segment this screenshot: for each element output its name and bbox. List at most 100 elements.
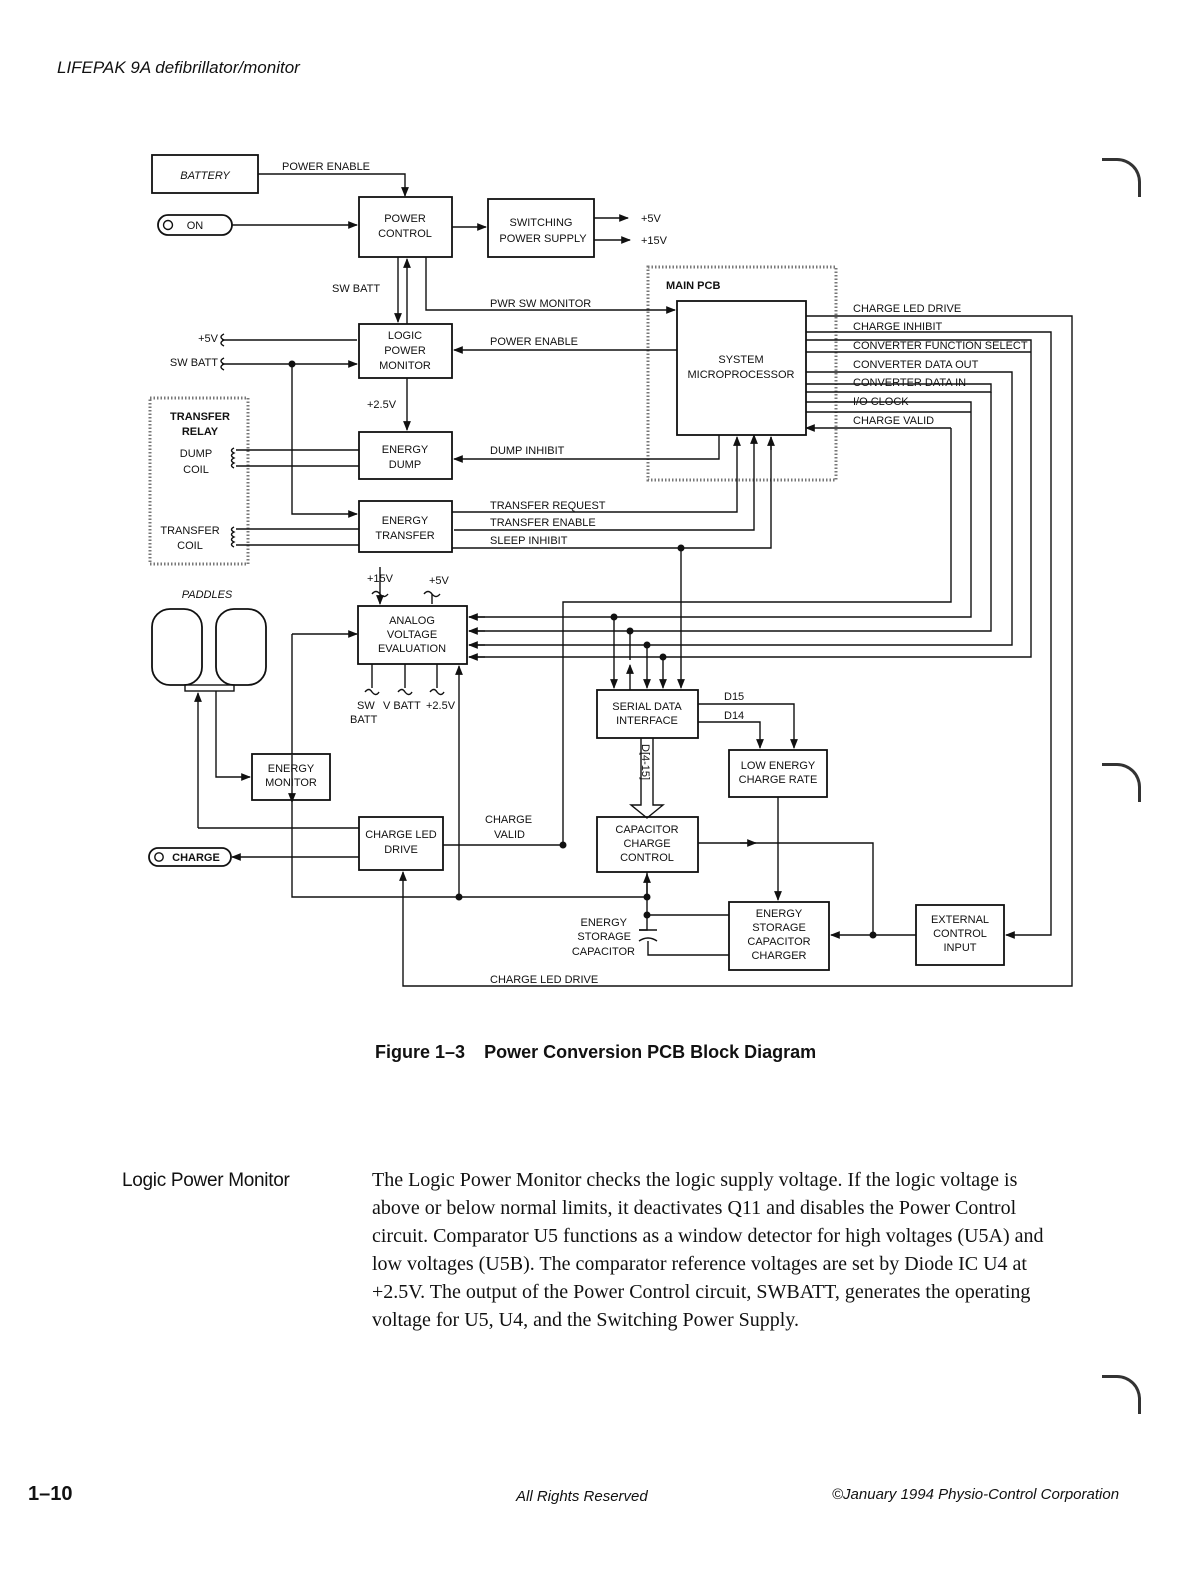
svg-text:I/O CLOCK: I/O CLOCK — [853, 396, 909, 408]
svg-text:SERIAL DATA: SERIAL DATA — [612, 701, 682, 713]
svg-text:SLEEP INHIBIT: SLEEP INHIBIT — [490, 535, 568, 547]
svg-text:ANALOG: ANALOG — [389, 615, 435, 627]
logic-power-monitor-block: LOGIC POWER MONITOR — [358, 323, 453, 379]
svg-text:BATT: BATT — [350, 714, 378, 726]
svg-text:ENERGY: ENERGY — [756, 908, 803, 920]
svg-text:COIL: COIL — [177, 540, 203, 552]
svg-text:SW BATT: SW BATT — [170, 357, 218, 369]
svg-text:EVALUATION: EVALUATION — [378, 643, 446, 655]
svg-text:TRANSFER: TRANSFER — [160, 525, 219, 537]
capacitor-charge-control-block: CAPACITOR CHARGE CONTROL — [596, 816, 699, 873]
svg-text:CAPACITOR: CAPACITOR — [747, 936, 810, 948]
svg-text:POWER: POWER — [384, 345, 426, 357]
energy-storage-capacitor: ENERGY STORAGE CAPACITOR — [572, 917, 658, 958]
svg-text:TRANSFER: TRANSFER — [170, 411, 230, 423]
svg-text:LOGIC: LOGIC — [388, 330, 422, 342]
svg-text:+2.5V: +2.5V — [367, 399, 397, 411]
main-pcb-region: MAIN PCB SYSTEM MICROPROCESSOR — [646, 265, 838, 482]
svg-text:DUMP: DUMP — [180, 448, 212, 460]
svg-text:CAPACITOR: CAPACITOR — [572, 946, 635, 958]
figure-title: Power Conversion PCB Block Diagram — [484, 1042, 817, 1062]
rights-notice: All Rights Reserved — [516, 1488, 648, 1505]
svg-text:STORAGE: STORAGE — [577, 931, 631, 943]
svg-text:D15: D15 — [724, 691, 744, 703]
svg-text:MAIN PCB: MAIN PCB — [666, 280, 720, 292]
figure-caption: Figure 1–3 Power Conversion PCB Block Di… — [375, 1042, 816, 1063]
external-control-input-block: EXTERNAL CONTROL INPUT — [915, 904, 1005, 966]
svg-text:TRANSFER: TRANSFER — [375, 530, 434, 542]
svg-text:CONVERTER FUNCTION SELECT: CONVERTER FUNCTION SELECT — [853, 340, 1028, 352]
charge-button: CHARGE — [148, 847, 232, 867]
svg-text:ENERGY: ENERGY — [382, 515, 429, 527]
svg-text:CHARGE: CHARGE — [623, 838, 670, 850]
binding-mark — [1102, 763, 1141, 802]
svg-text:CONVERTER DATA IN: CONVERTER DATA IN — [853, 377, 966, 389]
svg-text:ENERGY: ENERGY — [382, 444, 429, 456]
svg-text:INTERFACE: INTERFACE — [616, 715, 678, 727]
svg-text:+15V: +15V — [367, 573, 394, 585]
svg-text:CHARGE LED DRIVE: CHARGE LED DRIVE — [490, 974, 598, 986]
svg-text:SW BATT: SW BATT — [332, 283, 380, 295]
svg-text:CAPACITOR: CAPACITOR — [615, 824, 678, 836]
svg-text:CONTROL: CONTROL — [933, 928, 987, 940]
copyright-notice: ©January 1994 Physio-Control Corporation — [832, 1486, 1120, 1503]
figure-number: Figure 1–3 — [375, 1042, 466, 1062]
svg-text:STORAGE: STORAGE — [752, 922, 806, 934]
svg-text:D14: D14 — [724, 710, 744, 722]
svg-text:+5V: +5V — [429, 575, 450, 587]
svg-text:MONITOR: MONITOR — [265, 777, 317, 789]
charge-led-drive-block: CHARGE LED DRIVE — [358, 816, 444, 871]
running-header: LIFEPAK 9A defibrillator/monitor — [57, 58, 300, 77]
svg-text:PWR SW MONITOR: PWR SW MONITOR — [490, 298, 591, 310]
svg-text:LOW ENERGY: LOW ENERGY — [741, 760, 816, 772]
block-diagram: BATTERY ON POWER CONTROL SWITCHING POWER… — [148, 154, 1073, 987]
section-label: Logic Power Monitor — [122, 1170, 290, 1191]
svg-text:PADDLES: PADDLES — [182, 589, 233, 601]
signal-labels: POWER ENABLE +5V +15V SW BATT PWR SW MON… — [170, 161, 1028, 986]
transfer-relay-region: TRANSFER RELAY DUMP COIL TRANSFER COIL — [148, 396, 250, 566]
svg-text:D[4-15]: D[4-15] — [639, 744, 651, 780]
page-number: 1–10 — [28, 1483, 73, 1505]
svg-text:CHARGE: CHARGE — [485, 814, 532, 826]
svg-text:+2.5V: +2.5V — [426, 700, 456, 712]
wires — [194, 173, 1073, 987]
svg-text:CONTROL: CONTROL — [620, 852, 674, 864]
svg-text:CHARGE LED: CHARGE LED — [365, 829, 437, 841]
svg-text:CONTROL: CONTROL — [378, 228, 432, 240]
paddles: PADDLES — [151, 589, 267, 692]
analog-voltage-evaluation-block: ANALOG VOLTAGE EVALUATION — [357, 605, 468, 665]
svg-text:+5V: +5V — [198, 333, 219, 345]
svg-text:RELAY: RELAY — [182, 426, 219, 438]
svg-text:DUMP: DUMP — [389, 459, 421, 471]
svg-text:MICROPROCESSOR: MICROPROCESSOR — [688, 369, 795, 381]
energy-storage-capacitor-charger-block: ENERGY STORAGE CAPACITOR CHARGER — [728, 901, 830, 971]
svg-text:POWER ENABLE: POWER ENABLE — [282, 161, 370, 173]
battery-block: BATTERY — [151, 154, 259, 194]
svg-text:MONITOR: MONITOR — [379, 360, 431, 372]
svg-text:+5V: +5V — [641, 213, 662, 225]
svg-text:CHARGER: CHARGER — [751, 950, 806, 962]
svg-text:POWER SUPPLY: POWER SUPPLY — [499, 233, 587, 245]
svg-text:CHARGE: CHARGE — [172, 852, 220, 864]
svg-text:DUMP INHIBIT: DUMP INHIBIT — [490, 445, 565, 457]
svg-text:COIL: COIL — [183, 464, 209, 476]
svg-text:CHARGE LED DRIVE: CHARGE LED DRIVE — [853, 303, 961, 315]
switching-power-supply-block: SWITCHING POWER SUPPLY — [487, 198, 595, 258]
svg-text:POWER ENABLE: POWER ENABLE — [490, 336, 578, 348]
energy-monitor-block: ENERGY MONITOR — [251, 753, 331, 801]
svg-text:ON: ON — [187, 220, 204, 232]
svg-text:CHARGE RATE: CHARGE RATE — [739, 774, 818, 786]
energy-transfer-block: ENERGY TRANSFER — [358, 500, 453, 553]
low-energy-charge-rate-block: LOW ENERGY CHARGE RATE — [728, 749, 828, 798]
svg-text:DRIVE: DRIVE — [384, 844, 418, 856]
svg-text:SYSTEM: SYSTEM — [718, 354, 763, 366]
svg-text:VOLTAGE: VOLTAGE — [387, 629, 437, 641]
on-button: ON — [157, 214, 233, 236]
svg-text:TRANSFER ENABLE: TRANSFER ENABLE — [490, 517, 596, 529]
binding-mark — [1102, 1375, 1141, 1414]
svg-text:SW: SW — [357, 700, 375, 712]
svg-text:EXTERNAL: EXTERNAL — [931, 914, 989, 926]
svg-text:CHARGE VALID: CHARGE VALID — [853, 415, 934, 427]
svg-text:CONVERTER DATA OUT: CONVERTER DATA OUT — [853, 359, 979, 371]
svg-text:VALID: VALID — [494, 829, 525, 841]
